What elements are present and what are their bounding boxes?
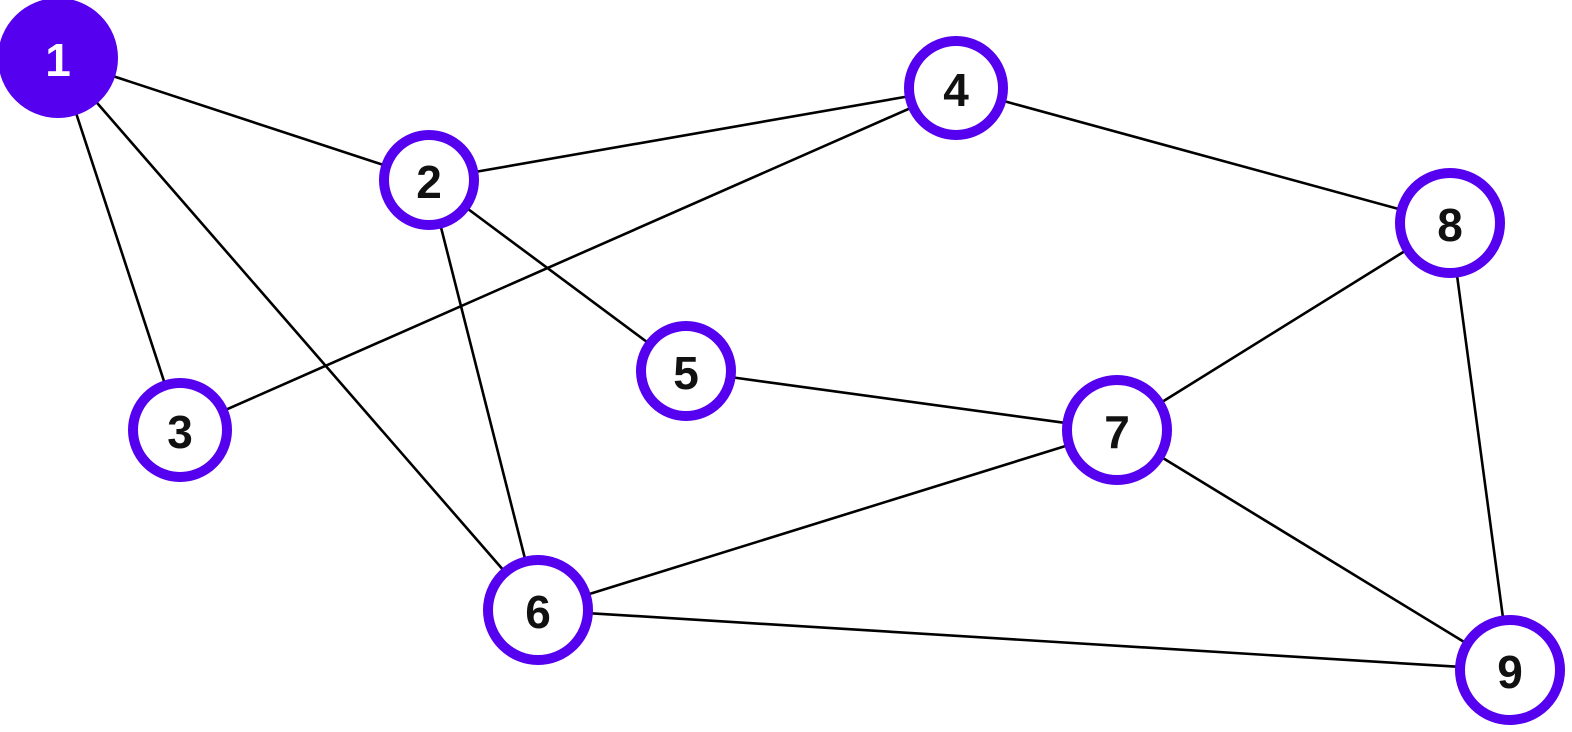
graph-node-8[interactable]: 8 — [1395, 168, 1505, 278]
graph-edge-1-3 — [74, 111, 166, 384]
node-circle-8[interactable] — [1395, 168, 1505, 278]
node-label-5: 5 — [673, 347, 699, 399]
graph-edge-7-8 — [1160, 249, 1407, 404]
graph-edge-2-6 — [439, 225, 527, 560]
node-circle-2[interactable] — [379, 130, 479, 230]
node-label-8: 8 — [1437, 199, 1463, 251]
node-circle-7[interactable] — [1062, 375, 1172, 485]
graph-node-2[interactable]: 2 — [379, 130, 479, 230]
node-circle-1[interactable] — [0, 0, 118, 118]
node-circle-3[interactable] — [128, 378, 232, 482]
node-label-6: 6 — [525, 586, 551, 638]
graph-node-4[interactable]: 4 — [904, 36, 1008, 140]
node-label-4: 4 — [943, 64, 969, 116]
node-label-7: 7 — [1104, 406, 1130, 458]
graph-node-5[interactable]: 5 — [636, 321, 736, 421]
graph-edge-5-7 — [732, 376, 1066, 425]
edge-layer — [74, 74, 1505, 669]
graph-node-6[interactable]: 6 — [483, 555, 593, 665]
node-label-1: 1 — [45, 34, 71, 86]
graph-node-7[interactable]: 7 — [1062, 375, 1172, 485]
graph-edge-3-4 — [224, 106, 912, 412]
graph-edge-7-9 — [1160, 456, 1467, 644]
graph-node-9[interactable]: 9 — [1455, 615, 1565, 725]
graph-edge-2-4 — [474, 95, 909, 174]
graph-edge-8-9 — [1455, 274, 1505, 619]
graph-node-3[interactable]: 3 — [128, 378, 232, 482]
graph-edge-6-9 — [589, 611, 1459, 669]
graph-node-1[interactable]: 1 — [0, 0, 118, 118]
node-circle-4[interactable] — [904, 36, 1008, 140]
graph-edge-1-6 — [94, 100, 505, 572]
node-circle-9[interactable] — [1455, 615, 1565, 725]
node-circle-6[interactable] — [483, 555, 593, 665]
graph-edge-4-8 — [1002, 99, 1401, 211]
graph-edge-6-7 — [587, 444, 1068, 596]
node-label-9: 9 — [1497, 646, 1523, 698]
node-label-2: 2 — [416, 156, 442, 208]
graph-edge-1-2 — [111, 74, 385, 167]
graph-edge-2-5 — [466, 207, 649, 344]
node-circle-5[interactable] — [636, 321, 736, 421]
node-label-3: 3 — [167, 406, 193, 458]
